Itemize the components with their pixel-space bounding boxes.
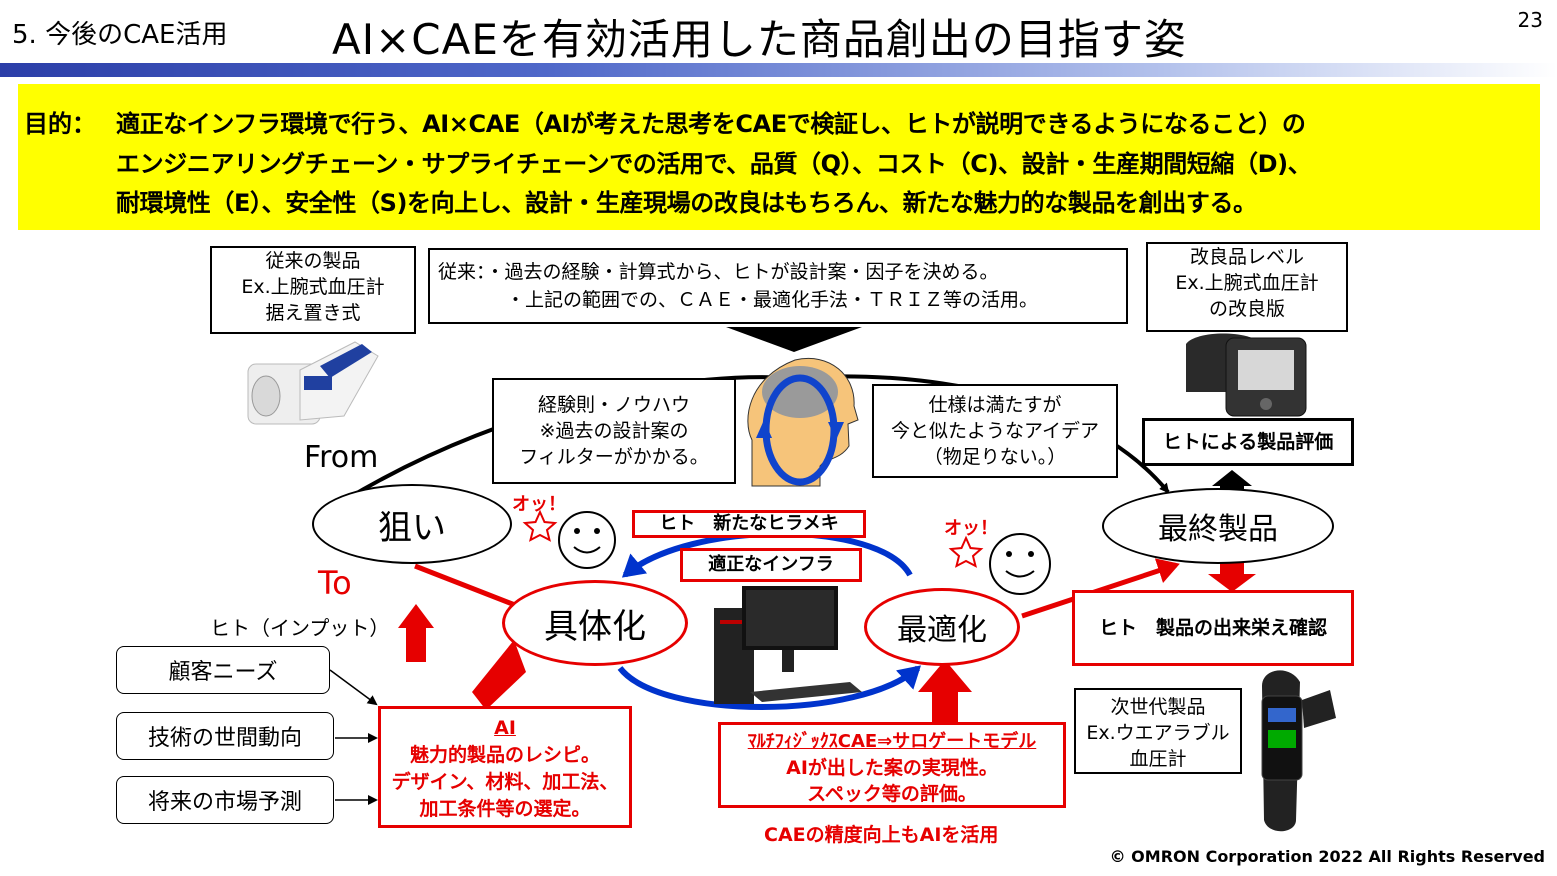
inspiration-box: ヒト 新たなヒラメキ bbox=[632, 510, 866, 538]
experience-line-2: ※過去の設計案の bbox=[539, 420, 689, 442]
quality-check-box: ヒト 製品の出来栄え確認 bbox=[1072, 590, 1354, 666]
up-arrow-to-aim bbox=[398, 604, 434, 662]
improved-product-box: 改良品レベル Ex.上腕式血圧計 の改良版 bbox=[1146, 242, 1348, 332]
conventional-method-line-2: ・上記の範囲での、ＣＡＥ・最適化手法・ＴＲＩＺ等の活用。 bbox=[506, 289, 1039, 311]
cae-note: CAEの精度向上もAIを活用 bbox=[764, 824, 999, 846]
up-arrow-to-optimize bbox=[918, 660, 972, 726]
from-label: From bbox=[304, 440, 379, 475]
conventional-product-line-3: 据え置き式 bbox=[265, 302, 361, 324]
ai-box-line-2: デザイン、材料、加工法、 bbox=[391, 771, 619, 793]
oh-right-label: オッ！ bbox=[944, 518, 998, 539]
human-evaluation-box: ヒトによる製品評価 bbox=[1142, 418, 1354, 466]
copyright: © OMRON Corporation 2022 All Rights Rese… bbox=[1109, 847, 1545, 866]
improved-product-line-3: の改良版 bbox=[1208, 298, 1285, 320]
purpose-label: 目的： bbox=[24, 110, 96, 138]
purpose-banner bbox=[18, 84, 1540, 230]
wearable-band-image bbox=[1261, 670, 1336, 832]
spec-box: 仕様は満たすが 今と似たようなアイデア （物足りない。） bbox=[872, 384, 1118, 478]
conventional-method-box: 従来：・過去の経験・計算式から、ヒトが設計案・因子を決める。 ・上記の範囲での、… bbox=[428, 248, 1128, 324]
bp-monitor-conventional-image bbox=[247, 341, 379, 425]
star-left-icon bbox=[522, 509, 558, 542]
conventional-product-box: 従来の製品 Ex.上腕式血圧計 据え置き式 bbox=[210, 246, 416, 334]
down-arrow-red bbox=[1208, 562, 1256, 592]
blue-arc-bottom bbox=[617, 665, 921, 710]
improved-product-line-1: 改良品レベル bbox=[1189, 246, 1304, 268]
human-head-icon bbox=[747, 358, 859, 487]
ai-box-line-1: 魅力的製品のレシピ。 bbox=[409, 744, 600, 766]
next-gen-line-2: Ex.ウエアラブル bbox=[1086, 722, 1230, 744]
bp-monitor-improved-image bbox=[1186, 333, 1307, 417]
node-final-product: 最終製品 bbox=[1102, 488, 1334, 564]
spec-line-2: 今と似たようなアイデア bbox=[890, 420, 1100, 442]
star-right-icon bbox=[948, 535, 984, 568]
up-arrow-to-concrete bbox=[472, 640, 526, 710]
desktop-computer-icon bbox=[714, 586, 862, 704]
experience-line-3: フィルターがかかる。 bbox=[519, 446, 709, 468]
human-input-label: ヒト（インプット） bbox=[210, 616, 390, 640]
spec-line-3: （物足りない。） bbox=[923, 446, 1067, 468]
experience-box: 経験則・ノウハウ ※過去の設計案の フィルターがかかる。 bbox=[492, 378, 736, 484]
purpose-line-3: 耐環境性（E）、安全性（S)を向上し、設計・生産現場の改良はもちろん、新たな魅力… bbox=[116, 189, 1257, 217]
next-gen-line-1: 次世代製品 bbox=[1110, 696, 1206, 718]
link-aim-concrete bbox=[414, 563, 516, 608]
to-label: To bbox=[318, 564, 352, 602]
section-label: 5. 今後のCAE活用 bbox=[12, 20, 228, 50]
input-market-forecast: 将来の市場予測 bbox=[116, 776, 334, 824]
smiley-left-icon bbox=[558, 511, 616, 569]
arrow-needs bbox=[329, 669, 378, 706]
infra-box: 適正なインフラ bbox=[680, 548, 862, 582]
spec-line-1: 仕様は満たすが bbox=[928, 394, 1062, 416]
purpose-line-2: エンジニアリングチェーン・サプライチェーンでの活用で、品質（Q）、コスト（C)、… bbox=[116, 150, 1312, 178]
smiley-right-icon bbox=[989, 533, 1051, 595]
cae-box-line-1: AIが出した案の実現性。 bbox=[786, 757, 998, 779]
improved-product-line-2: Ex.上腕式血圧計 bbox=[1175, 272, 1319, 294]
purpose-line-1: 適正なインフラ環境で行う、AI×CAE（AIが考えた思考をCAEで検証し、ヒトが… bbox=[116, 110, 1306, 138]
page-number: 23 bbox=[1517, 8, 1543, 32]
down-arrow-black bbox=[726, 327, 862, 352]
input-tech-trends: 技術の世間動向 bbox=[116, 712, 334, 760]
node-concrete: 具体化 bbox=[502, 580, 688, 666]
page-title: AI×CAEを有効活用した商品創出の目指す姿 bbox=[332, 15, 1187, 64]
experience-line-1: 経験則・ノウハウ bbox=[537, 394, 690, 416]
ai-box-line-3: 加工条件等の選定。 bbox=[419, 798, 591, 820]
conventional-product-line-2: Ex.上腕式血圧計 bbox=[241, 276, 385, 298]
node-aim: 狙い bbox=[312, 484, 512, 564]
cae-box: ﾏﾙﾁﾌｨｼﾞｯｸｽCAE⇒サロゲートモデル AIが出した案の実現性。 スペック… bbox=[718, 722, 1066, 808]
oh-left-label: オッ！ bbox=[512, 494, 566, 515]
node-optimize: 最適化 bbox=[864, 588, 1020, 666]
conventional-product-line-1: 従来の製品 bbox=[265, 250, 361, 272]
cae-box-title: ﾏﾙﾁﾌｨｼﾞｯｸｽCAE⇒サロゲートモデル bbox=[747, 731, 1037, 752]
next-gen-line-3: 血圧計 bbox=[1129, 748, 1187, 770]
cae-box-line-2: スペック等の評価。 bbox=[807, 783, 977, 805]
input-customer-needs: 顧客ニーズ bbox=[116, 646, 330, 694]
ai-box: AI 魅力的製品のレシピ。 デザイン、材料、加工法、 加工条件等の選定。 bbox=[378, 706, 632, 828]
title-underline-bar bbox=[0, 63, 1557, 77]
ai-box-title: AI bbox=[494, 717, 516, 739]
conventional-method-line-1: 従来：・過去の経験・計算式から、ヒトが設計案・因子を決める。 bbox=[438, 261, 999, 283]
next-gen-product-box: 次世代製品 Ex.ウエアラブル 血圧計 bbox=[1074, 688, 1242, 774]
